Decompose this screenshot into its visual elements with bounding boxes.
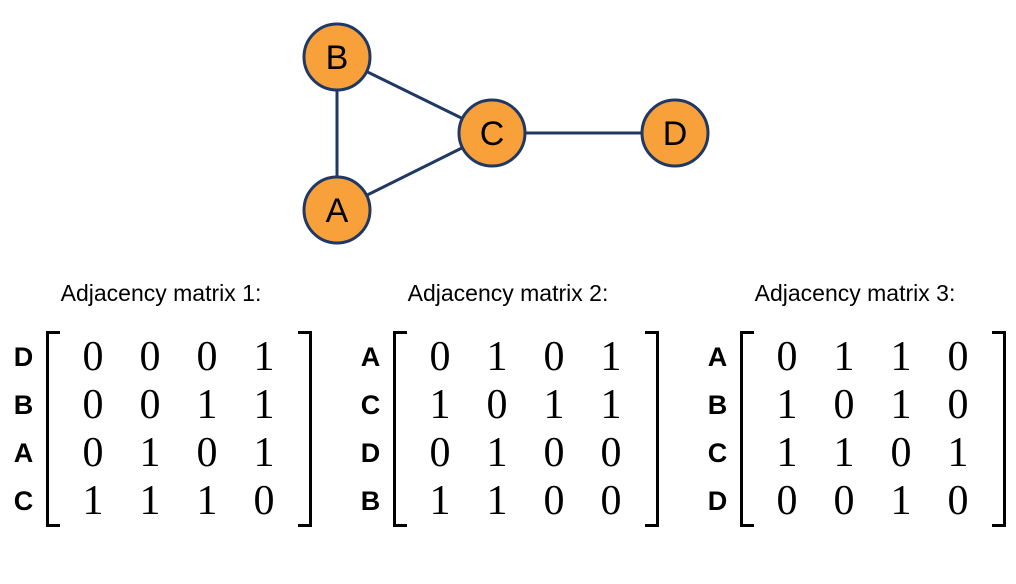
matrix-cell: 1 [833, 430, 855, 476]
matrix-cell: 1 [776, 430, 798, 476]
matrix-bracket-right [644, 331, 659, 527]
matrix-cell: 1 [600, 382, 622, 428]
matrix-cell: 1 [196, 382, 218, 428]
matrix-cell: 1 [776, 382, 798, 428]
matrix-cell: 0 [82, 382, 104, 428]
matrix-title: Adjacency matrix 2: [407, 280, 609, 306]
row-label-B: B [13, 389, 34, 420]
matrix-cell: 0 [776, 478, 798, 524]
row-label-C: C [360, 389, 381, 420]
node-A [302, 175, 372, 245]
row-label-B: B [360, 485, 381, 516]
matrix-bracket-right [991, 331, 1006, 527]
matrix-cell: 0 [890, 430, 912, 476]
matrix-cell: 0 [429, 334, 451, 380]
matrix-cell: 1 [486, 430, 508, 476]
matrix-cell: 0 [600, 430, 622, 476]
matrix-bracket-left [392, 331, 407, 527]
matrix-cell: 1 [543, 382, 565, 428]
matrix-cell: 1 [486, 334, 508, 380]
matrix-cell: 0 [776, 334, 798, 380]
matrix-cell: 0 [139, 334, 161, 380]
node-B [302, 22, 372, 92]
row-label-D: D [707, 485, 728, 516]
matrix-bracket-right [297, 331, 312, 527]
row-label-D: D [360, 437, 381, 468]
matrix-cell: 1 [429, 478, 451, 524]
node-label-B: B [326, 39, 349, 77]
matrix-cell: 1 [253, 382, 275, 428]
row-label-A: A [360, 341, 381, 372]
matrix-cell: 0 [833, 478, 855, 524]
row-label-C: C [13, 485, 34, 516]
matrix-cell: 0 [486, 382, 508, 428]
row-label-A: A [707, 341, 728, 372]
row-label-C: C [707, 437, 728, 468]
matrix-cell: 1 [890, 382, 912, 428]
node-C [457, 98, 527, 168]
matrix-cell: 1 [600, 334, 622, 380]
matrix-cell: 1 [139, 478, 161, 524]
matrix-cell: 0 [429, 430, 451, 476]
matrix-title: Adjacency matrix 3: [754, 280, 956, 306]
matrix-cell: 1 [196, 478, 218, 524]
matrix-bracket-left [45, 331, 60, 527]
matrix-cell: 1 [139, 430, 161, 476]
node-D [640, 98, 710, 168]
row-label-A: A [13, 437, 34, 468]
matrix-cell: 1 [486, 478, 508, 524]
row-label-B: B [707, 389, 728, 420]
matrix-cell: 0 [947, 382, 969, 428]
matrix-cell: 0 [82, 334, 104, 380]
matrix-cell: 0 [82, 430, 104, 476]
node-label-D: D [663, 115, 688, 153]
matrix-cell: 0 [543, 430, 565, 476]
matrix-title: Adjacency matrix 1: [60, 280, 262, 306]
matrix-cell: 0 [947, 478, 969, 524]
row-label-D: D [13, 341, 34, 372]
matrix-cell: 0 [139, 382, 161, 428]
matrix-cell: 0 [543, 334, 565, 380]
node-label-A: A [326, 192, 349, 230]
graph-diagram: B A C D [302, 22, 710, 245]
node-label-C: C [480, 115, 505, 153]
matrix-cell: 0 [947, 334, 969, 380]
matrix-cell: 0 [253, 478, 275, 524]
matrix-cell: 0 [543, 478, 565, 524]
matrix-cell: 1 [833, 334, 855, 380]
matrix-cell: 1 [890, 478, 912, 524]
matrix-cell: 0 [833, 382, 855, 428]
matrix-cell: 1 [253, 334, 275, 380]
matrix-cell: 0 [196, 334, 218, 380]
matrix-cell: 1 [947, 430, 969, 476]
matrix-bracket-left [739, 331, 754, 527]
matrix-cell: 1 [429, 382, 451, 428]
matrix-cell: 0 [600, 478, 622, 524]
matrix-cell: 1 [253, 430, 275, 476]
matrix-cell: 1 [82, 478, 104, 524]
matrix-cell: 1 [890, 334, 912, 380]
matrix-cell: 0 [196, 430, 218, 476]
